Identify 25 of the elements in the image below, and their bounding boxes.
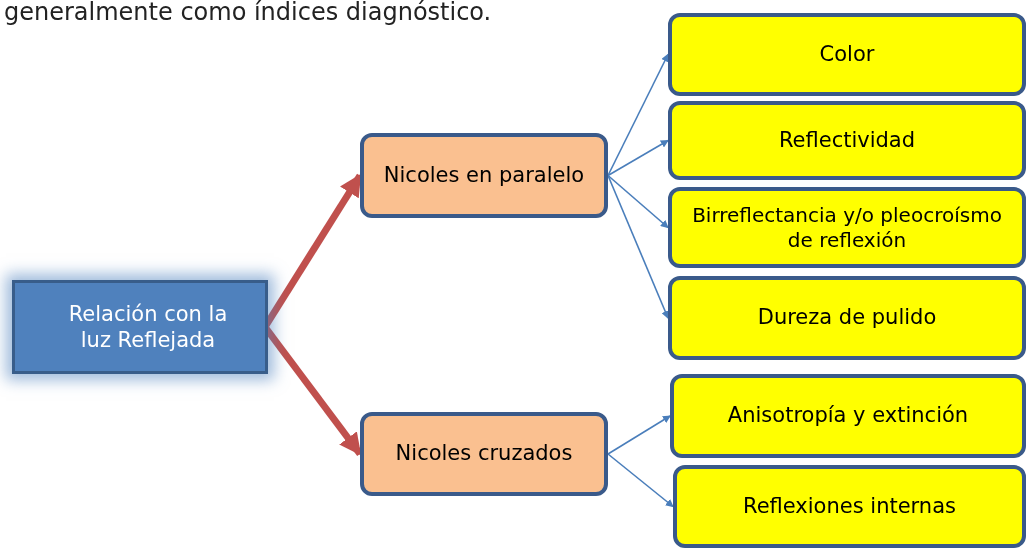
node-text: Color (818, 40, 876, 68)
node-text: Reflexiones internas (742, 492, 957, 520)
arrow (607, 174, 669, 229)
property-box (673, 465, 1026, 548)
category-box (360, 412, 608, 496)
heading-text: generalmente como índices diagnóstico. (4, 0, 492, 24)
node-text: Relación con la luz Reflejada (67, 300, 229, 354)
arrow (607, 453, 674, 508)
node-text: Nicoles en paralelo (382, 161, 586, 189)
node-text: Anisotropía y extinción (726, 402, 970, 430)
category-box (360, 133, 608, 218)
arrow (607, 415, 671, 455)
node-text: Dureza de pulido (756, 304, 938, 332)
root-box (12, 280, 268, 374)
property-box (668, 276, 1026, 360)
node-text: Nicoles cruzados (394, 440, 574, 468)
property-box (670, 374, 1026, 458)
node-text: Reflectividad (777, 126, 917, 154)
arrow (607, 53, 669, 177)
arrow (607, 174, 669, 319)
property-box (668, 101, 1026, 180)
property-box (668, 187, 1026, 268)
arrow (607, 139, 669, 177)
property-box (668, 13, 1026, 96)
node-text: Birreflectancia y/o pleocroísmo de reflexión (691, 202, 1003, 253)
